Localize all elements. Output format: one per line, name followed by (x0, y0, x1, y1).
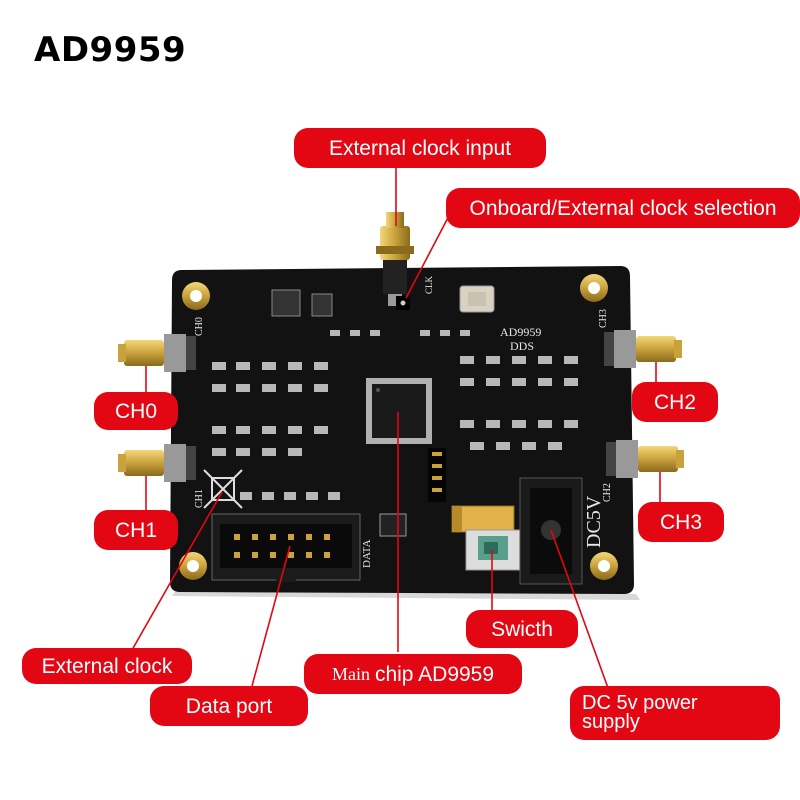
callout-main-chip: Main chip AD9959 (304, 654, 522, 694)
leader-external-clock (131, 491, 223, 651)
voltage-regulator-2 (311, 293, 333, 317)
callout-ch2: CH2 (632, 382, 718, 422)
callout-dc-power-line1: DC 5v power (582, 692, 698, 714)
callout-switch: Swicth (466, 610, 578, 648)
sma-ch3-connector (606, 440, 684, 478)
callout-external-clock-input: External clock input (294, 128, 546, 168)
silk-model: AD9959 (500, 325, 541, 339)
callout-ch3: CH3 (638, 502, 724, 542)
callout-external-clock: External clock (22, 648, 192, 684)
callout-dc-power: DC 5v power supply (570, 686, 780, 740)
silk-data: DATA (361, 539, 373, 568)
callout-main-chip-text: chip AD9959 (374, 662, 495, 686)
callout-main-chip-prefix: Main (331, 664, 370, 684)
dc-jack (519, 477, 583, 585)
leader-clock-selection (405, 209, 453, 299)
main-chip-ad9959 (366, 378, 432, 444)
page-title: AD9959 (34, 30, 187, 70)
leader-lines (131, 168, 661, 689)
header-pins (428, 448, 446, 502)
callout-external-clock-text: External clock (41, 654, 173, 678)
callout-ch1: CH1 (94, 510, 178, 550)
callout-data-port: Data port (150, 686, 308, 726)
voltage-regulator (271, 289, 301, 317)
silk-clk: CLK (424, 275, 434, 294)
tantalum-capacitor (451, 505, 515, 533)
sma-top-connector (376, 212, 414, 306)
component-pads (212, 330, 578, 500)
external-clock-footprint (203, 469, 243, 509)
silk-dds: DDS (510, 339, 534, 353)
callout-dc-power-line2: supply (582, 711, 640, 733)
silk-dc5v: DC5V (583, 495, 605, 548)
callout-clock-selection: Onboard/External clock selection (446, 188, 800, 228)
sma-ch2-connector (604, 330, 682, 368)
data-port-connector (211, 513, 361, 582)
leader-dc-power (550, 529, 609, 689)
sma-ch0-connector (118, 334, 196, 372)
power-switch (465, 529, 521, 571)
leader-data-port (251, 545, 291, 687)
crystal-oscillator (459, 285, 495, 313)
sma-ch1-connector (118, 444, 196, 482)
inductor (379, 513, 407, 537)
silk-ch1: CH1 (194, 489, 205, 508)
pcb-shadow (172, 590, 640, 600)
callout-ch0: CH0 (94, 392, 178, 430)
mounting-holes (179, 274, 618, 580)
clock-selection-jumper (396, 296, 410, 310)
silk-ch0: CH0 (194, 317, 205, 336)
silk-ch2: CH2 (602, 483, 613, 502)
silk-ch3: CH3 (598, 309, 609, 328)
